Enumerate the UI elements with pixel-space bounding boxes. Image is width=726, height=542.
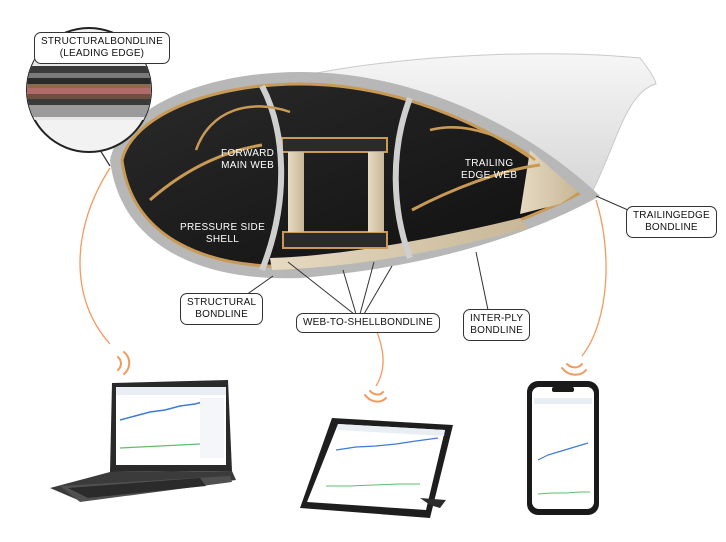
callout-trailing-edge-bondline: TRAILINGEDGE BONDLINE <box>626 206 717 238</box>
smartphone-device <box>527 381 599 515</box>
callout-structural-line2: BONDLINE <box>195 309 248 320</box>
signal-path-phone <box>581 199 607 357</box>
label-pressure-side-shell-line1: PRESSURE SIDE <box>180 222 266 233</box>
inner-web-arc <box>194 105 291 151</box>
magnifier-layers <box>27 60 151 120</box>
shell-bondline-outline <box>120 82 581 268</box>
core-strip-bottom <box>270 218 528 270</box>
callout-trailing-edge-line1: TRAILINGEDGE <box>633 210 710 221</box>
trailing-edge-web <box>392 96 413 260</box>
callout-inter-ply-line2: BONDLINE <box>470 325 524 336</box>
callout-inter-ply-bondline: INTER-PLY BONDLINE <box>463 309 531 341</box>
label-trailing-edge-web-line1: TRAILING <box>464 158 514 169</box>
airfoil-inner-cavity <box>122 84 578 267</box>
callout-leading-edge-bondline: STRUCTURALBONDLINE (LEADING EDGE) <box>34 32 170 64</box>
label-trailing-edge-web-line2: EDGE WEB <box>461 170 518 181</box>
spar-web-left <box>288 152 304 232</box>
leader-trailing-edge <box>595 195 629 211</box>
callout-trailing-edge-line2: BONDLINE <box>645 222 698 233</box>
leader-web-shell-1 <box>287 261 355 315</box>
callout-leading-edge-line1: STRUCTURALBONDLINE <box>41 36 163 47</box>
magnifier-leader <box>99 149 111 167</box>
tablet-device <box>300 418 453 518</box>
wireless-signal-icon <box>364 390 387 403</box>
spar-web-right <box>368 152 384 232</box>
label-forward-main-web: FORWARD MAIN WEB <box>221 148 274 172</box>
label-pressure-side-shell-line2: SHELL <box>205 234 240 245</box>
web-flange-aft <box>411 163 541 212</box>
callout-leading-edge-line2: (LEADING EDGE) <box>59 48 145 59</box>
wireless-signal-icon <box>561 363 587 376</box>
callout-web-to-shell-line1: WEB-TO-SHELLBONDLINE <box>303 317 433 328</box>
spar-cap-top <box>281 137 388 153</box>
leader-web-shell-2 <box>342 269 357 315</box>
leader-structural <box>245 275 274 296</box>
callout-inter-ply-line1: INTER-PLY <box>470 313 524 324</box>
callout-structural-line1: STRUCTURAL <box>187 297 257 308</box>
spar-cap-bottom <box>282 231 388 249</box>
web-flange-fwd <box>149 143 263 202</box>
laptop-device <box>50 380 236 502</box>
wireless-signal-icon <box>117 351 131 375</box>
label-pressure-side-shell: PRESSURE SIDE SHELL <box>180 222 265 246</box>
signal-path-laptop <box>79 167 111 345</box>
inner-web-arc-2 <box>429 126 536 161</box>
forward-main-web <box>259 84 285 272</box>
leader-inter-ply <box>475 251 489 311</box>
callout-web-to-shell-bondline: WEB-TO-SHELLBONDLINE <box>296 313 440 333</box>
callout-structural-bondline: STRUCTURAL BONDLINE <box>180 293 264 325</box>
leader-web-shell-4 <box>363 265 393 315</box>
label-forward-main-web-line2: MAIN WEB <box>221 160 275 171</box>
label-forward-main-web-line1: FORWARD <box>221 148 275 159</box>
leader-web-shell-3 <box>359 261 375 315</box>
label-trailing-edge-web: TRAILING EDGE WEB <box>461 158 517 182</box>
